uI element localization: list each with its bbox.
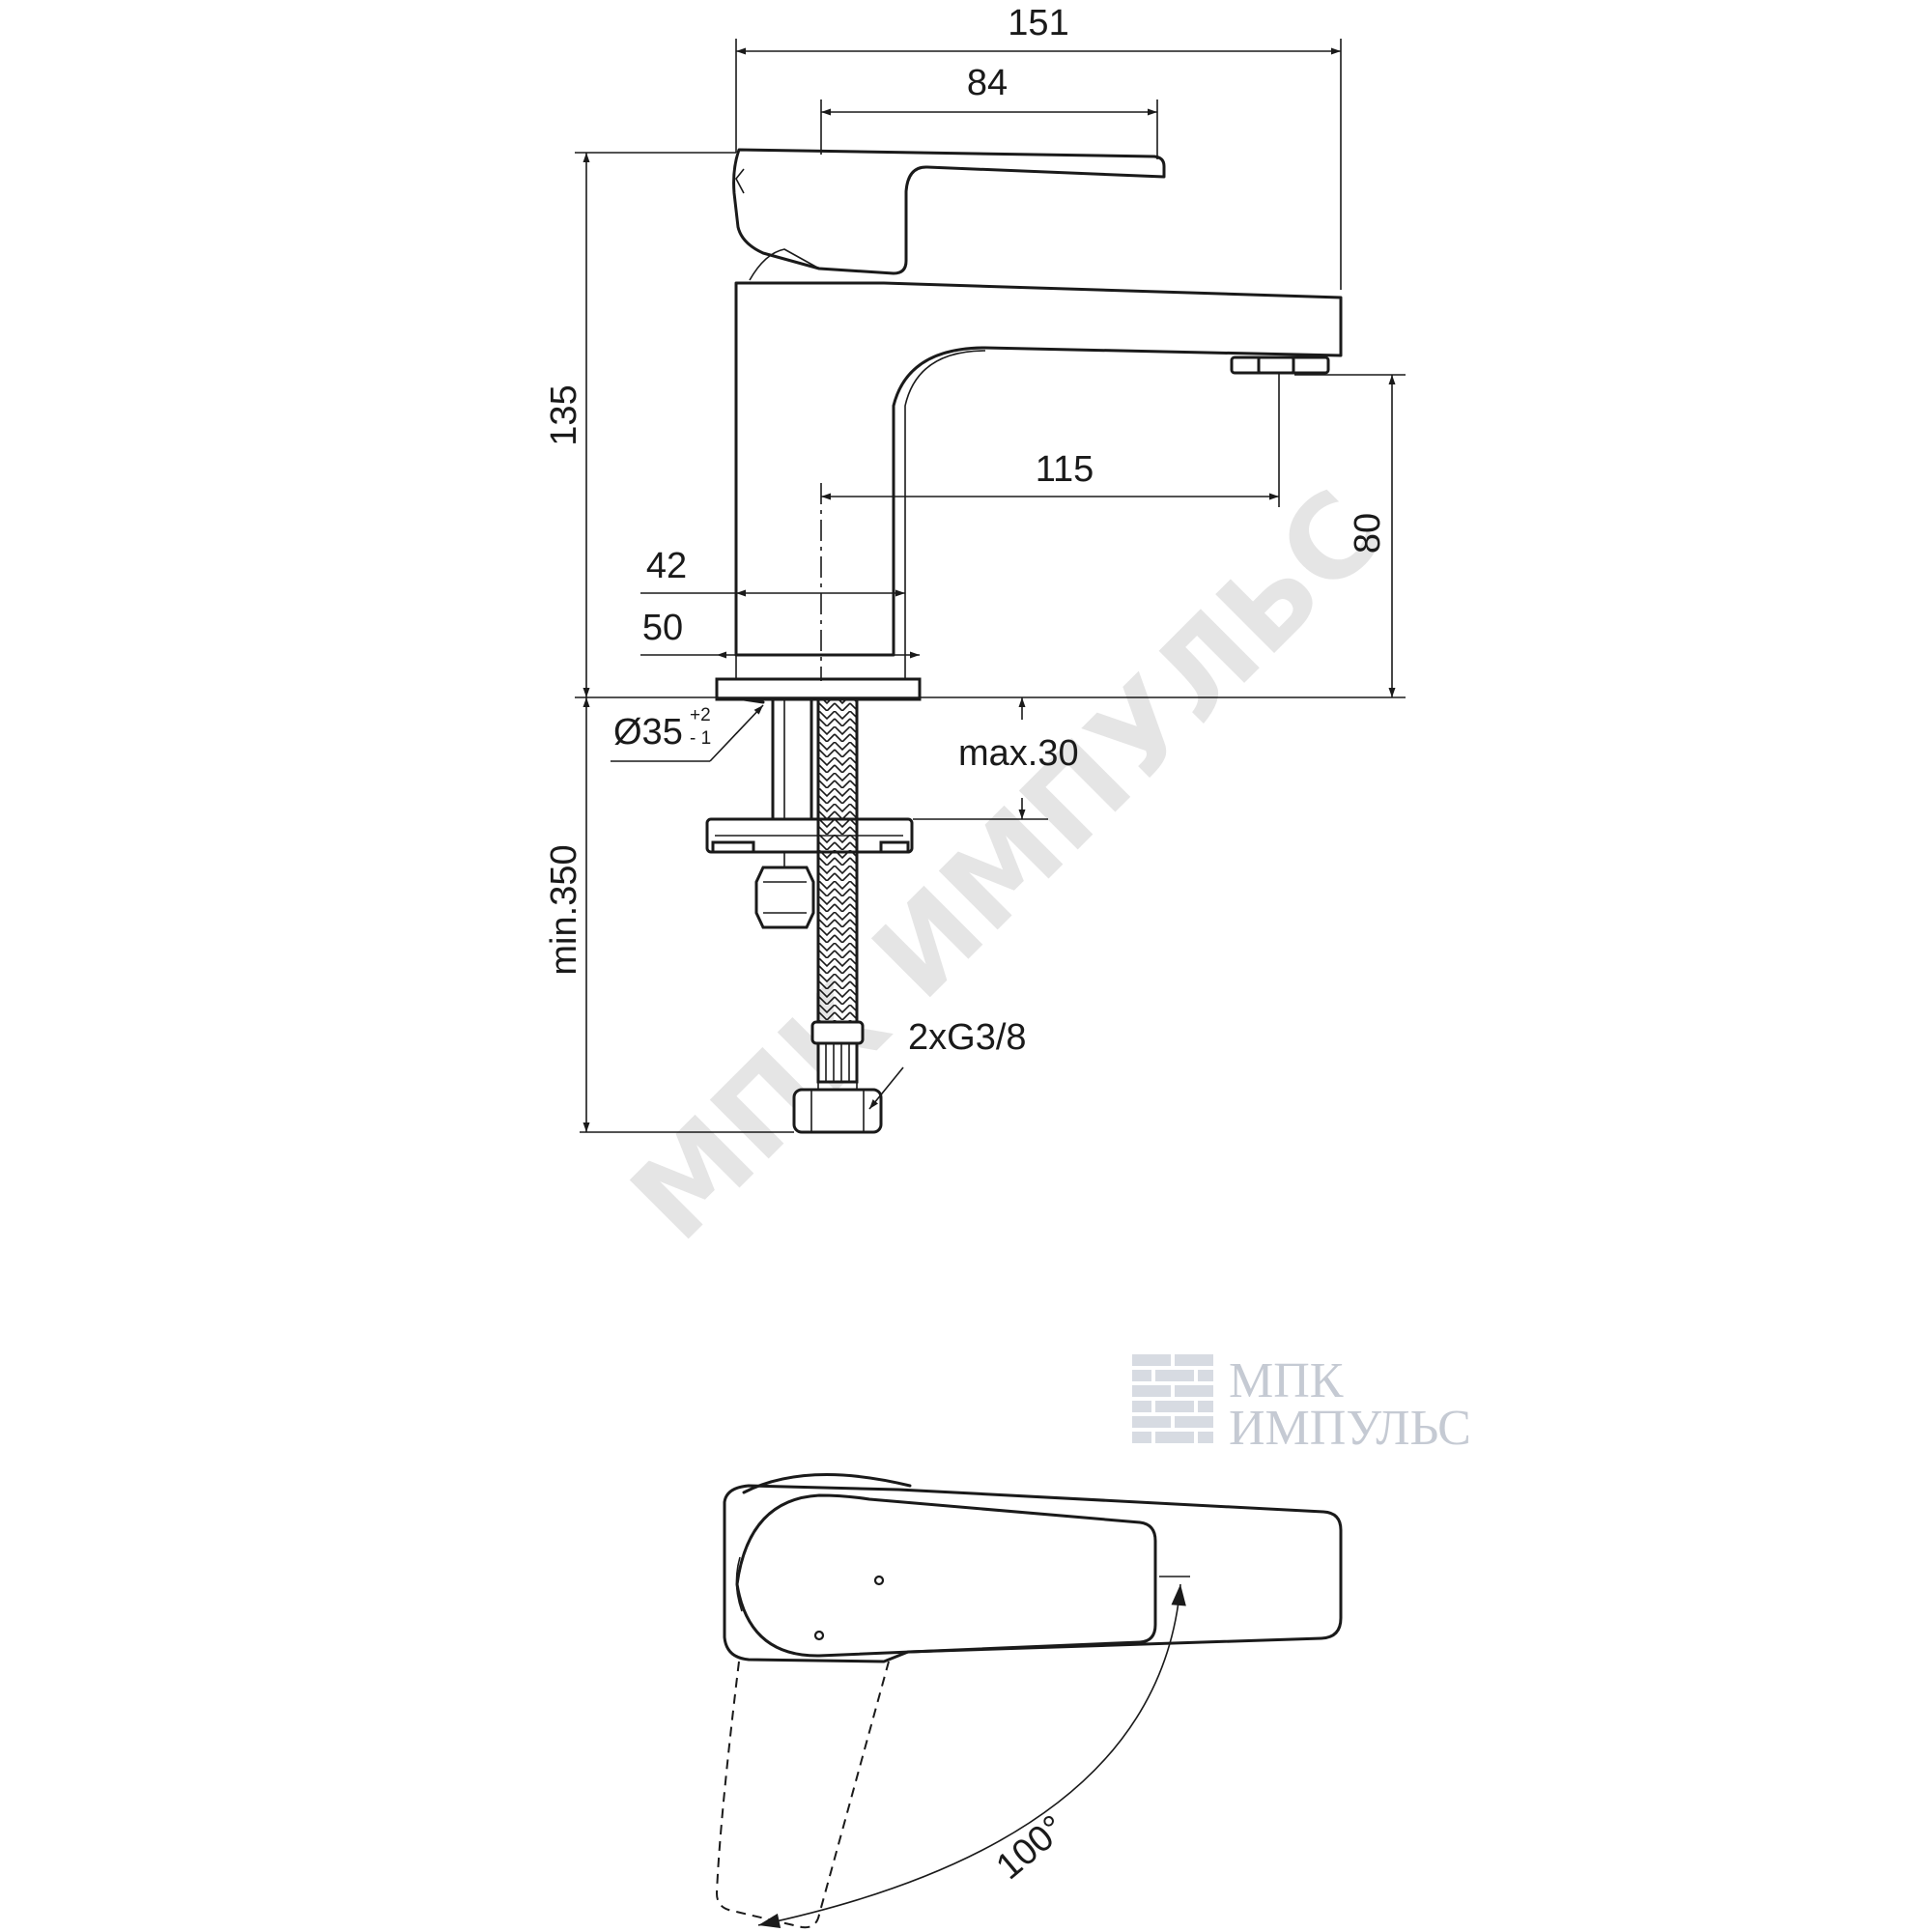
brick-logo-icon	[1132, 1354, 1213, 1443]
base-plate	[715, 677, 922, 701]
dim-max30: max.30	[958, 733, 1079, 774]
dim-diameter: Ø35	[613, 712, 683, 753]
logo-text-line2: ИМПУЛЬС	[1229, 1401, 1471, 1456]
dimension-lines	[582, 47, 1396, 1132]
spout-underside	[904, 350, 986, 655]
hex-nut	[754, 866, 815, 929]
aerator-nut	[1257, 355, 1295, 375]
lever-rotated-position	[715, 1661, 890, 1929]
pin-hole-icon	[813, 1630, 825, 1641]
leader-connection	[868, 1066, 904, 1110]
lever-handle	[732, 148, 1166, 275]
braided-hose	[816, 697, 859, 1026]
dim-42: 42	[646, 546, 687, 586]
hose-ferrule	[810, 1020, 865, 1045]
logo-text-line1: МПК	[1229, 1353, 1344, 1408]
faucet-side-view	[705, 148, 1343, 1134]
pin-hole-icon	[873, 1575, 885, 1586]
leader-diameter	[709, 704, 764, 762]
spout-body	[734, 281, 1343, 657]
rotation-angle-dimension	[757, 1576, 1190, 1928]
dim-50: 50	[642, 608, 683, 648]
body-outline	[723, 1484, 1343, 1663]
dim-151: 151	[1008, 3, 1068, 43]
lever-top	[735, 1493, 1157, 1658]
dim-diameter-tolerance-lower: - 1	[690, 728, 711, 749]
shank	[771, 697, 813, 839]
lever-base-arc	[749, 248, 820, 281]
dim-angle: 100°	[989, 1807, 1073, 1888]
dim-min350: min.350	[544, 844, 584, 975]
union-nut-g38	[792, 1088, 883, 1134]
angle-arc	[757, 1583, 1186, 1928]
dim-connection: 2xG3/8	[908, 1017, 1027, 1058]
dim-135: 135	[544, 384, 584, 445]
dim-84: 84	[967, 63, 1008, 103]
dim-diameter-tolerance-upper: +2	[690, 705, 711, 725]
dim-80: 80	[1348, 513, 1388, 554]
watermark-diagonal: МПК ИМПУЛЬС	[606, 465, 1406, 1265]
fixing-washer	[711, 840, 755, 854]
lever-edge	[735, 1556, 743, 1612]
watermark-logo: МПК ИМПУЛЬС	[1132, 1353, 1471, 1456]
dim-115: 115	[1036, 449, 1094, 490]
lever-hinge	[735, 168, 745, 194]
